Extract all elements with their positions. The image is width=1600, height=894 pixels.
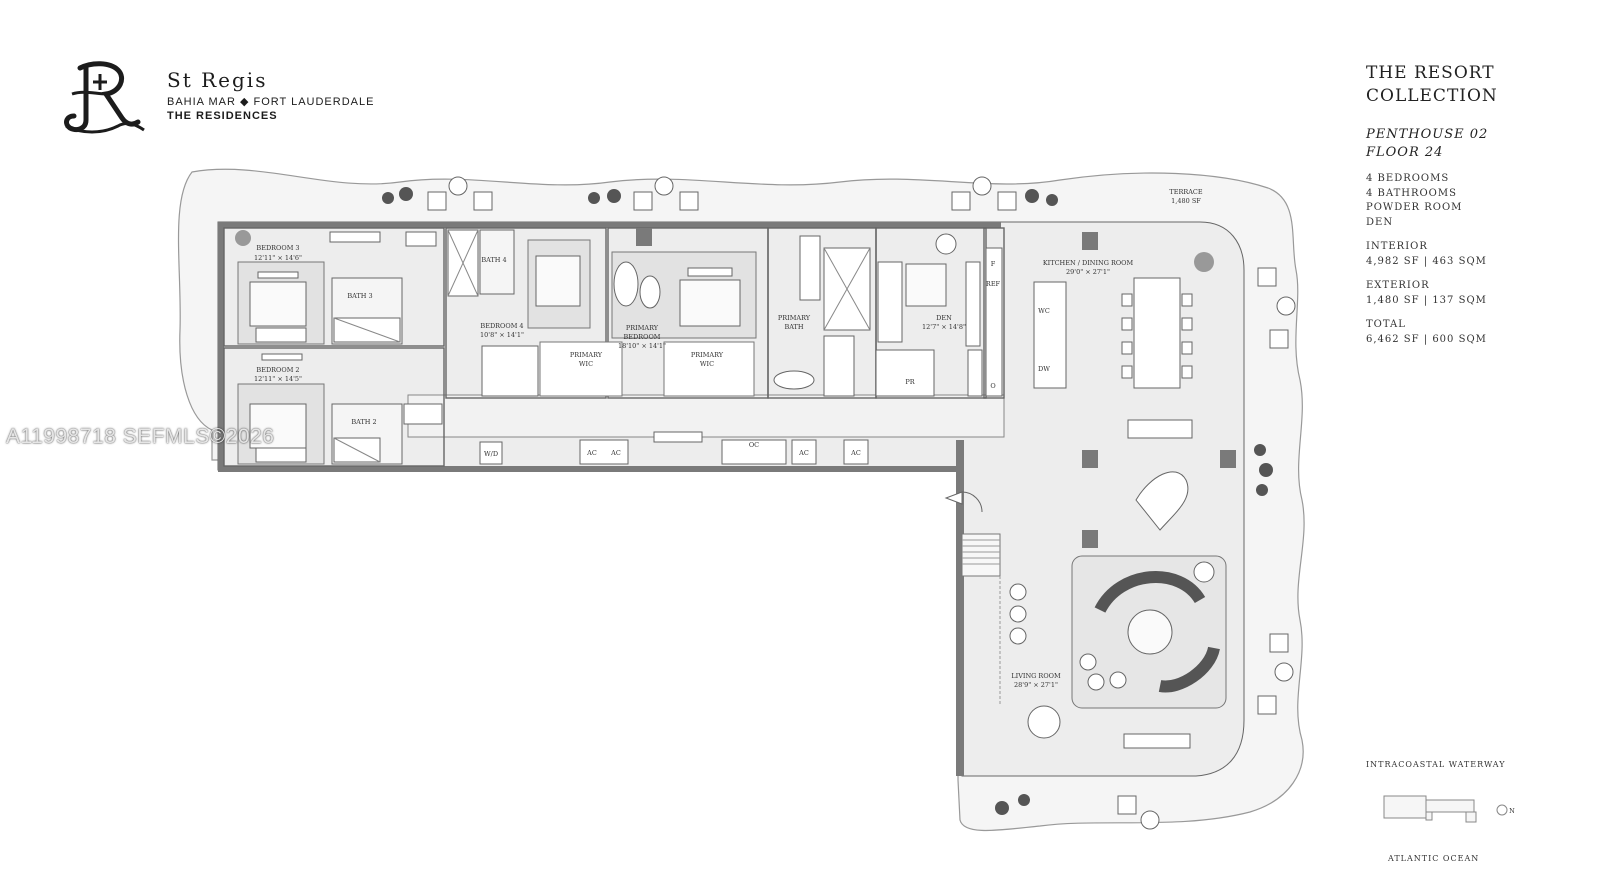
room-walls <box>223 227 1005 467</box>
bedroom3-label: BEDROOM 3 <box>256 244 299 252</box>
unit-summary: 4 BEDROOMS 4 BATHROOMS POWDER ROOM DEN <box>1366 172 1586 230</box>
primary-bath-line2: BATH <box>784 323 803 331</box>
powder-room-label: PR <box>905 378 915 386</box>
north-wall <box>218 222 1001 228</box>
mls-watermark: A11998718 SEFMLS©2026 <box>6 425 275 448</box>
interior-area: INTERIOR 4,982 SF | 463 SQM <box>1366 240 1586 269</box>
primary-bedroom-size: 18'10" × 14'1" <box>618 342 666 350</box>
oc-label: OC <box>749 441 759 449</box>
interior-value: 4,982 SF | 463 SQM <box>1366 255 1487 267</box>
north-arrow-label: N <box>1509 807 1515 815</box>
bedroom2-walls <box>223 347 445 467</box>
washer-dryer-label: W/D <box>484 450 498 458</box>
collection-line-2: COLLECTION <box>1366 86 1498 106</box>
fixture-labels: W/D AC AC OC AC AC F REF WC DW O N <box>484 260 1515 815</box>
bedroom2-size: 12'11" × 14'5" <box>254 375 302 383</box>
total-label: TOTAL <box>1366 319 1406 330</box>
collection-title: THE RESORT COLLECTION <box>1366 62 1586 108</box>
bedroom3-size: 12'11" × 14'6" <box>254 254 302 262</box>
brand-location: BAHIA MAR ◆ FORT LAUDERDALE <box>167 96 375 108</box>
summary-bedrooms: 4 BEDROOMS <box>1366 173 1450 184</box>
refrigerator-label: REF <box>986 280 1001 288</box>
terrace-size: 1,480 SF <box>1171 197 1201 205</box>
intracoastal-label: INTRACOASTAL WATERWAY <box>1366 760 1506 769</box>
bedroom4-label: BEDROOM 4 <box>480 322 523 330</box>
unit-floor: FLOOR 24 <box>1366 145 1444 160</box>
primary-wic-2-line1: PRIMARY <box>691 351 724 359</box>
planter-icons <box>382 187 1273 815</box>
bath4-label: BATH 4 <box>481 256 506 264</box>
brand-residences: THE RESIDENCES <box>167 110 278 122</box>
ac-label-4: AC <box>850 449 861 457</box>
unit-name: PENTHOUSE 02 <box>1366 127 1489 142</box>
kitchen-size: 29'0" × 27'1" <box>1066 268 1110 276</box>
bath3-label: BATH 3 <box>347 292 372 300</box>
unit-info-panel: THE RESORT COLLECTION PENTHOUSE 02 FLOOR… <box>1366 62 1586 347</box>
den-label: DEN <box>936 314 952 322</box>
living-room-label: LIVING ROOM <box>1011 672 1061 680</box>
primary-bedroom-line2: BEDROOM <box>624 333 661 341</box>
primary-bath-line1: PRIMARY <box>778 314 811 322</box>
summary-bathrooms: 4 BATHROOMS <box>1366 187 1457 199</box>
collection-line-1: THE RESORT <box>1366 63 1495 83</box>
corridor <box>407 394 1005 438</box>
oven-label: O <box>990 382 995 390</box>
brand-lockup: St Regis BAHIA MAR ◆ FORT LAUDERDALE THE… <box>62 60 382 140</box>
bath2-label: BATH 2 <box>351 418 376 426</box>
exterior-value: 1,480 SF | 137 SQM <box>1366 294 1487 306</box>
bedroom4-walls <box>445 227 607 399</box>
exterior-label: EXTERIOR <box>1366 280 1430 291</box>
terrace-label: TERRACE <box>1169 188 1203 196</box>
ac-label-2: AC <box>610 449 621 457</box>
primary-wic-1-line2: WIC <box>579 360 593 368</box>
dishwasher-label: DW <box>1038 365 1050 373</box>
bedroom4-size: 10'8" × 14'1" <box>480 331 524 339</box>
exterior-area: EXTERIOR 1,480 SF | 137 SQM <box>1366 279 1586 308</box>
wine-cooler-label: WC <box>1038 307 1050 315</box>
primary-wic-1-line1: PRIMARY <box>570 351 603 359</box>
orientation-key <box>1383 795 1508 823</box>
summary-den: DEN <box>1366 216 1394 228</box>
interior-label: INTERIOR <box>1366 241 1428 252</box>
south-wall <box>218 466 960 472</box>
room-labels: TERRACE 1,480 SF BEDROOM 3 12'11" × 14'6… <box>254 188 1203 689</box>
ac-label-3: AC <box>798 449 809 457</box>
bedroom2-label: BEDROOM 2 <box>256 366 299 374</box>
freezer-label: F <box>991 260 996 268</box>
atlantic-label: ATLANTIC OCEAN <box>1388 854 1480 863</box>
primary-wic-2-line2: WIC <box>700 360 714 368</box>
summary-powder-room: POWDER ROOM <box>1366 202 1463 213</box>
st-regis-monogram-logo <box>64 61 145 134</box>
bedroom3-walls <box>223 227 445 347</box>
kitchen-label: KITCHEN / DINING ROOM <box>1043 259 1134 267</box>
west-wall <box>218 222 224 472</box>
living-west-wall <box>956 440 964 776</box>
ac-label-1: AC <box>586 449 597 457</box>
brand-name: St Regis <box>167 68 268 92</box>
living-room-size: 28'9" × 27'1" <box>1014 681 1058 689</box>
kitchen-wall-column <box>983 227 1005 399</box>
unit-title: PENTHOUSE 02 FLOOR 24 <box>1366 126 1586 162</box>
primary-bedroom-line1: PRIMARY <box>626 324 659 332</box>
total-area: TOTAL 6,462 SF | 600 SQM <box>1366 318 1586 347</box>
total-value: 6,462 SF | 600 SQM <box>1366 333 1487 345</box>
den-size: 12'7" × 14'8" <box>922 323 966 331</box>
